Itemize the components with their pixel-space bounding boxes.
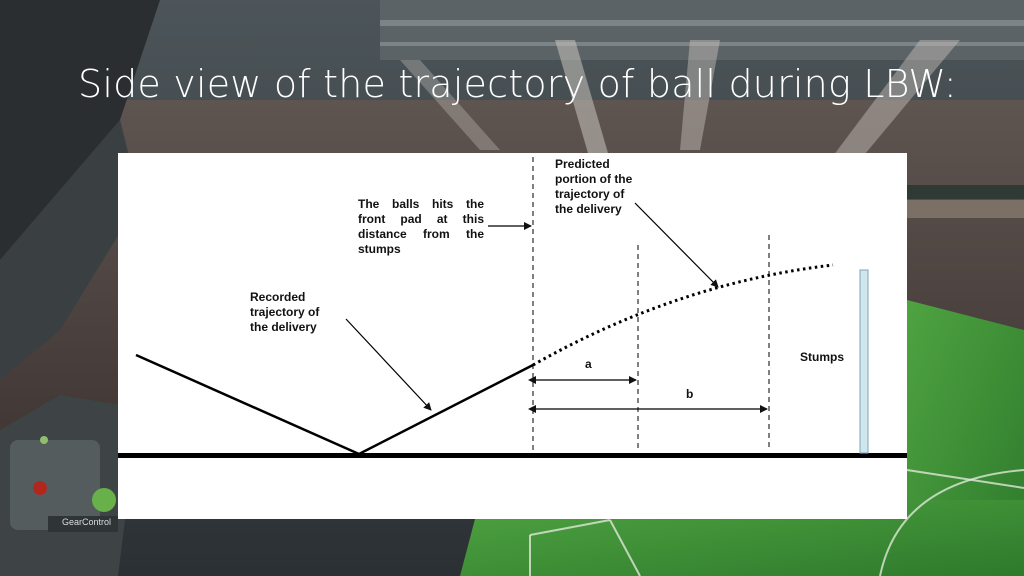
pointer-predicted	[634, 202, 719, 288]
slide-title: Side view of the trajectory of ball duri…	[78, 62, 957, 106]
diagram-drawing	[118, 157, 907, 458]
label-a: a	[585, 357, 592, 371]
ground-line	[118, 453, 907, 458]
label-recorded-trajectory: Recorded trajectory of the delivery	[250, 290, 320, 334]
pointer-recorded	[345, 318, 432, 411]
recorded-trajectory	[135, 353, 534, 456]
label-predicted-portion: Predicted portion of the trajectory of t…	[555, 157, 633, 216]
label-stumps: Stumps	[800, 350, 845, 364]
label-b: b	[686, 387, 694, 401]
trajectory-diagram: Recorded trajectory of the delivery The …	[118, 153, 907, 519]
label-pad-hit: The balls hits the front pad at this dis…	[358, 197, 484, 256]
predicted-trajectory	[532, 263, 834, 367]
hawkeye-logo: GearControl	[62, 517, 112, 527]
stumps-post	[859, 269, 869, 454]
